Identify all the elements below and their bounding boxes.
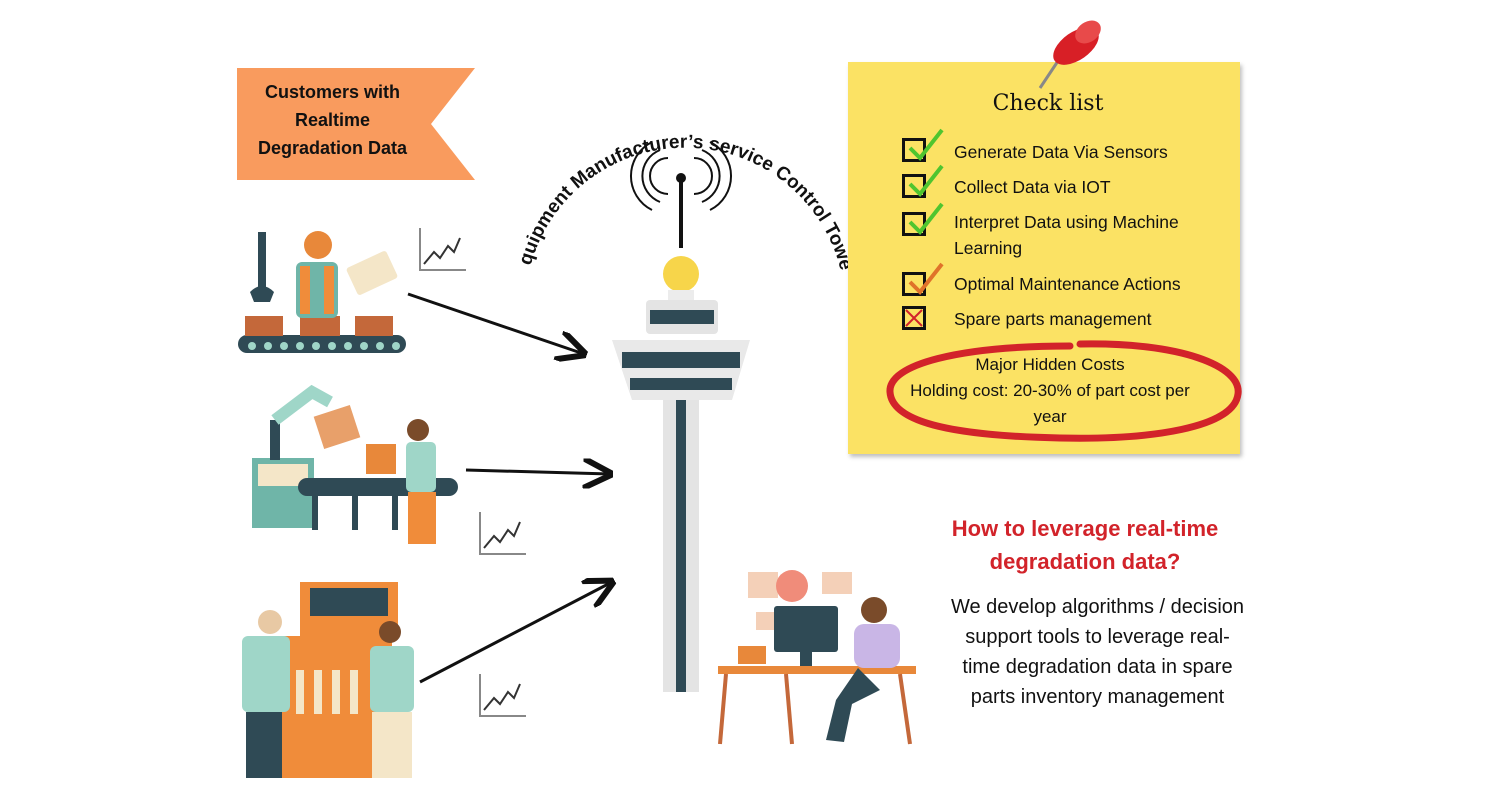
checklist-item-label: Optimal Maintenance Actions xyxy=(954,274,1181,294)
trend-chart-icon xyxy=(479,674,526,717)
pushpin-icon xyxy=(1038,20,1101,89)
checklist-item-label: Spare parts management xyxy=(954,309,1152,329)
hidden-costs: Major Hidden Costs Holding cost: 20-30% … xyxy=(900,352,1200,430)
checkmark-icon xyxy=(908,128,944,162)
checkmark-icon xyxy=(908,262,944,296)
highlight-ellipse xyxy=(886,340,1242,442)
control-tower-illustration xyxy=(612,141,750,692)
banner-label: Customers with Realtime Degradation Data xyxy=(240,78,425,162)
checklist-item-label: Collect Data via IOT xyxy=(954,177,1111,197)
question-body: We develop algorithms / decision support… xyxy=(950,596,1245,708)
customers-banner xyxy=(237,68,475,180)
hidden-costs-heading: Major Hidden Costs xyxy=(975,355,1125,374)
factory-worker-1-illustration xyxy=(238,231,406,353)
checklist-title: Check list xyxy=(992,91,1104,116)
checkbox-icon xyxy=(902,306,926,330)
factory-worker-3-illustration xyxy=(242,582,414,778)
factory-worker-2-illustration xyxy=(252,384,458,544)
arrow-3 xyxy=(419,582,612,684)
holding-cost-text: Holding cost: 20-30% of part cost per ye… xyxy=(910,381,1190,426)
checklist-item-label: Interpret Data using Machine Learning xyxy=(954,212,1179,258)
trend-chart-icon xyxy=(419,228,466,271)
trend-chart-icon xyxy=(479,512,526,555)
checkmark-icon xyxy=(908,164,944,198)
checklist-note xyxy=(848,62,1240,454)
cross-icon xyxy=(905,309,923,327)
analyst-at-desk-illustration xyxy=(718,570,916,745)
banner-line-2: Realtime xyxy=(294,110,371,130)
checkmark-icon xyxy=(908,202,944,236)
banner-line-3: Degradation Data xyxy=(257,138,408,158)
question-title: How to leverage real-time degradation da… xyxy=(951,516,1219,574)
antenna-icon xyxy=(630,141,732,211)
arrow-1 xyxy=(407,292,584,354)
checklist-item-label: Generate Data Via Sensors xyxy=(954,142,1168,162)
arrow-2 xyxy=(465,470,610,474)
banner-line-1: Customers with xyxy=(264,82,401,102)
